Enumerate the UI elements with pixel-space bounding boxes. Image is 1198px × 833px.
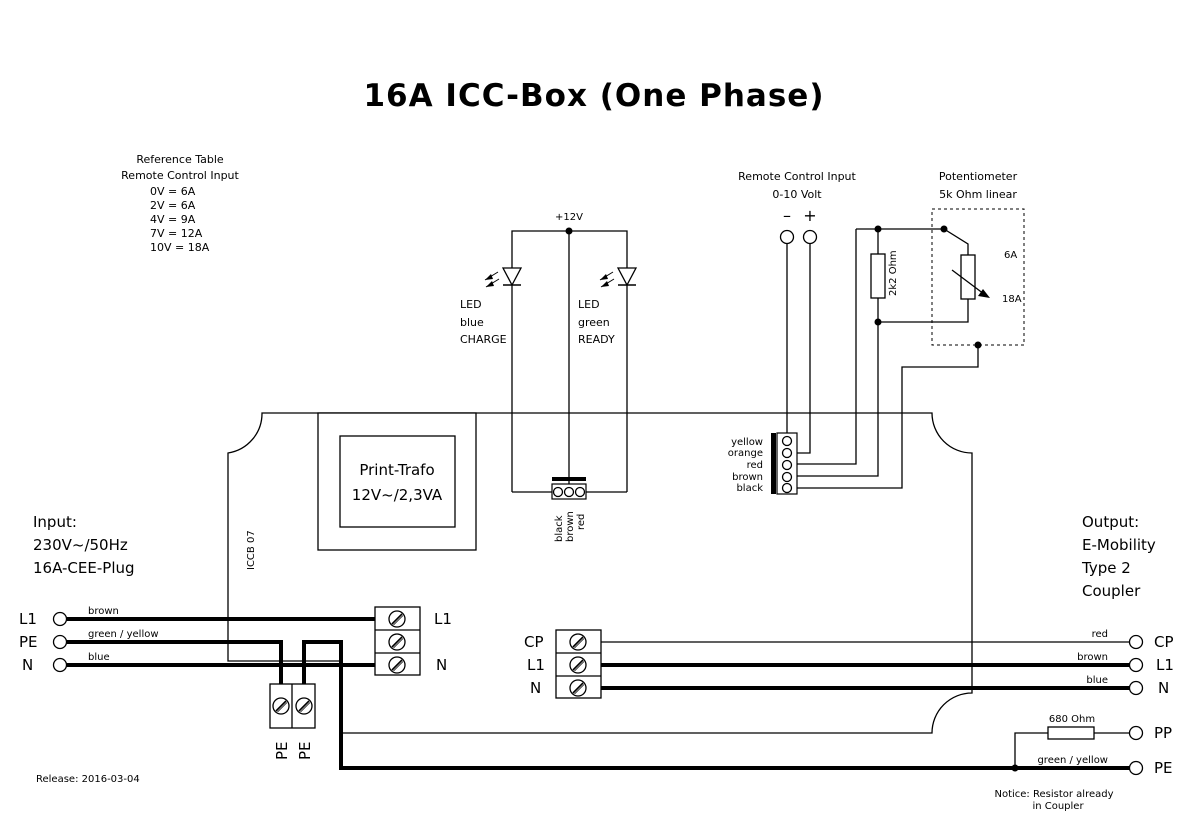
resistor-680 xyxy=(1047,726,1095,740)
pe-terminal-block: PE PE xyxy=(269,683,316,760)
diagram-title: 16A ICC-Box (One Phase) xyxy=(363,78,824,114)
remote-terminal-wire: red xyxy=(747,460,763,471)
input-pin-n: N xyxy=(22,656,33,674)
led-green-color: green xyxy=(578,316,610,329)
input-wire-color: blue xyxy=(88,652,110,663)
output-socket-pp xyxy=(1128,725,1144,741)
reference-row: 4V = 9A xyxy=(150,213,196,226)
input-voltage: 230V~/50Hz xyxy=(33,536,128,554)
input-plug: 16A-CEE-Plug xyxy=(33,559,135,577)
remote-plus-socket xyxy=(802,229,818,245)
led-terminal-wire: black xyxy=(554,515,565,542)
output-description: Output: E-Mobility Type 2 Coupler xyxy=(1081,513,1156,600)
input-terminal-l1: L1 xyxy=(434,610,452,628)
reference-table-heading: Reference Table xyxy=(136,153,224,166)
remote-input-label: Remote Control Input xyxy=(738,170,856,183)
input-wire-color: green / yellow xyxy=(88,629,159,640)
output-socket-l1 xyxy=(1128,657,1144,673)
output-wire-color: green / yellow xyxy=(1037,755,1108,766)
resistor-2k2 xyxy=(870,253,886,299)
led-blue-label: LED xyxy=(460,298,482,311)
remote-input-plus: + xyxy=(803,206,816,225)
output-pin-l1: L1 xyxy=(1156,656,1174,674)
remote-input-range: 0-10 Volt xyxy=(772,188,822,201)
led-terminal-wire: brown xyxy=(565,511,576,542)
remote-terminal-wire: black xyxy=(736,483,763,494)
output-socket-n xyxy=(1128,680,1144,696)
input-terminal-n: N xyxy=(436,656,447,674)
output-pin-pe: PE xyxy=(1154,759,1173,777)
remote-minus-socket xyxy=(779,229,795,245)
potentiometer-body xyxy=(960,254,976,300)
led-blue-symbol xyxy=(484,267,523,288)
potentiometer-max-label: 18A xyxy=(1002,294,1022,305)
resistor-2k2-label: 2k2 Ohm xyxy=(888,250,899,296)
reference-row: 7V = 12A xyxy=(150,227,203,240)
notice-line2: in Coupler xyxy=(1032,801,1084,812)
input-pin-pe: PE xyxy=(19,633,38,651)
trafo-rating: 12V~/2,3VA xyxy=(352,486,443,504)
output-type: E-Mobility xyxy=(1082,536,1156,554)
output-label: Output: xyxy=(1082,513,1139,531)
remote-terminal-wire: brown xyxy=(732,472,763,483)
pcb-label: ICCB 07 xyxy=(246,530,257,570)
input-socket-l1 xyxy=(52,611,68,627)
remote-terminal: yellow orange red brown black xyxy=(728,432,798,495)
input-label: Input: xyxy=(33,513,77,531)
potentiometer-min-label: 6A xyxy=(1004,250,1017,261)
output-wire-color: blue xyxy=(1086,675,1108,686)
remote-terminal-wire: yellow xyxy=(731,437,763,448)
input-socket-n xyxy=(52,657,68,673)
pe-terminal-label: PE xyxy=(273,741,291,760)
led-green-label: LED xyxy=(578,298,600,311)
reference-table-subheading: Remote Control Input xyxy=(121,169,239,182)
remote-terminal-wire: orange xyxy=(728,448,763,459)
input-terminal-block: L1 N xyxy=(374,606,452,676)
remote-input-minus: – xyxy=(783,206,791,225)
pcb-outline xyxy=(227,412,973,734)
led-green-symbol xyxy=(599,267,638,288)
reference-row: 2V = 6A xyxy=(150,199,196,212)
output-socket-cp xyxy=(1128,634,1144,650)
led-circuit: +12V LED blue CHARGE LED green READY xyxy=(460,212,638,542)
output-terminal-block: CP L1 N xyxy=(524,629,602,699)
led-blue-function: CHARGE xyxy=(460,333,507,346)
led-terminal xyxy=(551,477,587,500)
input-socket-pe xyxy=(52,634,68,650)
reference-row: 10V = 18A xyxy=(150,241,210,254)
output-wiring: red brown blue green / yellow 680 Ohm No… xyxy=(601,629,1174,812)
trafo-label: Print-Trafo xyxy=(359,461,434,479)
release-date: Release: 2016-03-04 xyxy=(36,774,140,785)
output-pin-n: N xyxy=(1158,679,1169,697)
print-trafo xyxy=(339,435,456,528)
led-terminal-wire: red xyxy=(576,514,587,530)
output-socket-pe xyxy=(1128,760,1144,776)
input-wire-color: brown xyxy=(88,606,119,617)
input-supply: Input: 230V~/50Hz 16A-CEE-Plug L1 PE N b… xyxy=(19,513,1134,770)
potentiometer: Potentiometer 5k Ohm linear 6A 18A 2k2 O… xyxy=(793,170,1025,489)
remote-control-input: Remote Control Input 0-10 Volt – + xyxy=(738,170,857,454)
led-green-function: READY xyxy=(578,333,615,346)
reference-row: 0V = 6A xyxy=(150,185,196,198)
output-standard: Type 2 xyxy=(1081,559,1131,577)
output-wire-color: brown xyxy=(1077,652,1108,663)
output-pin-pp: PP xyxy=(1154,724,1172,742)
output-device: Coupler xyxy=(1082,582,1141,600)
pe-terminal-label: PE xyxy=(296,741,314,760)
output-pin-cp: CP xyxy=(1154,633,1174,651)
reference-table: Reference Table Remote Control Input 0V … xyxy=(121,153,239,254)
potentiometer-label: Potentiometer xyxy=(939,170,1018,183)
led-blue-color: blue xyxy=(460,316,484,329)
output-terminal-n: N xyxy=(530,679,541,697)
input-pin-l1: L1 xyxy=(19,610,37,628)
output-terminal-l1: L1 xyxy=(527,656,545,674)
notice-line1: Notice: Resistor already xyxy=(994,789,1113,800)
resistor-680-label: 680 Ohm xyxy=(1049,714,1095,725)
supply-label: +12V xyxy=(555,212,583,223)
output-wire-color: red xyxy=(1092,629,1108,640)
output-terminal-cp: CP xyxy=(524,633,544,651)
potentiometer-spec: 5k Ohm linear xyxy=(939,188,1017,201)
